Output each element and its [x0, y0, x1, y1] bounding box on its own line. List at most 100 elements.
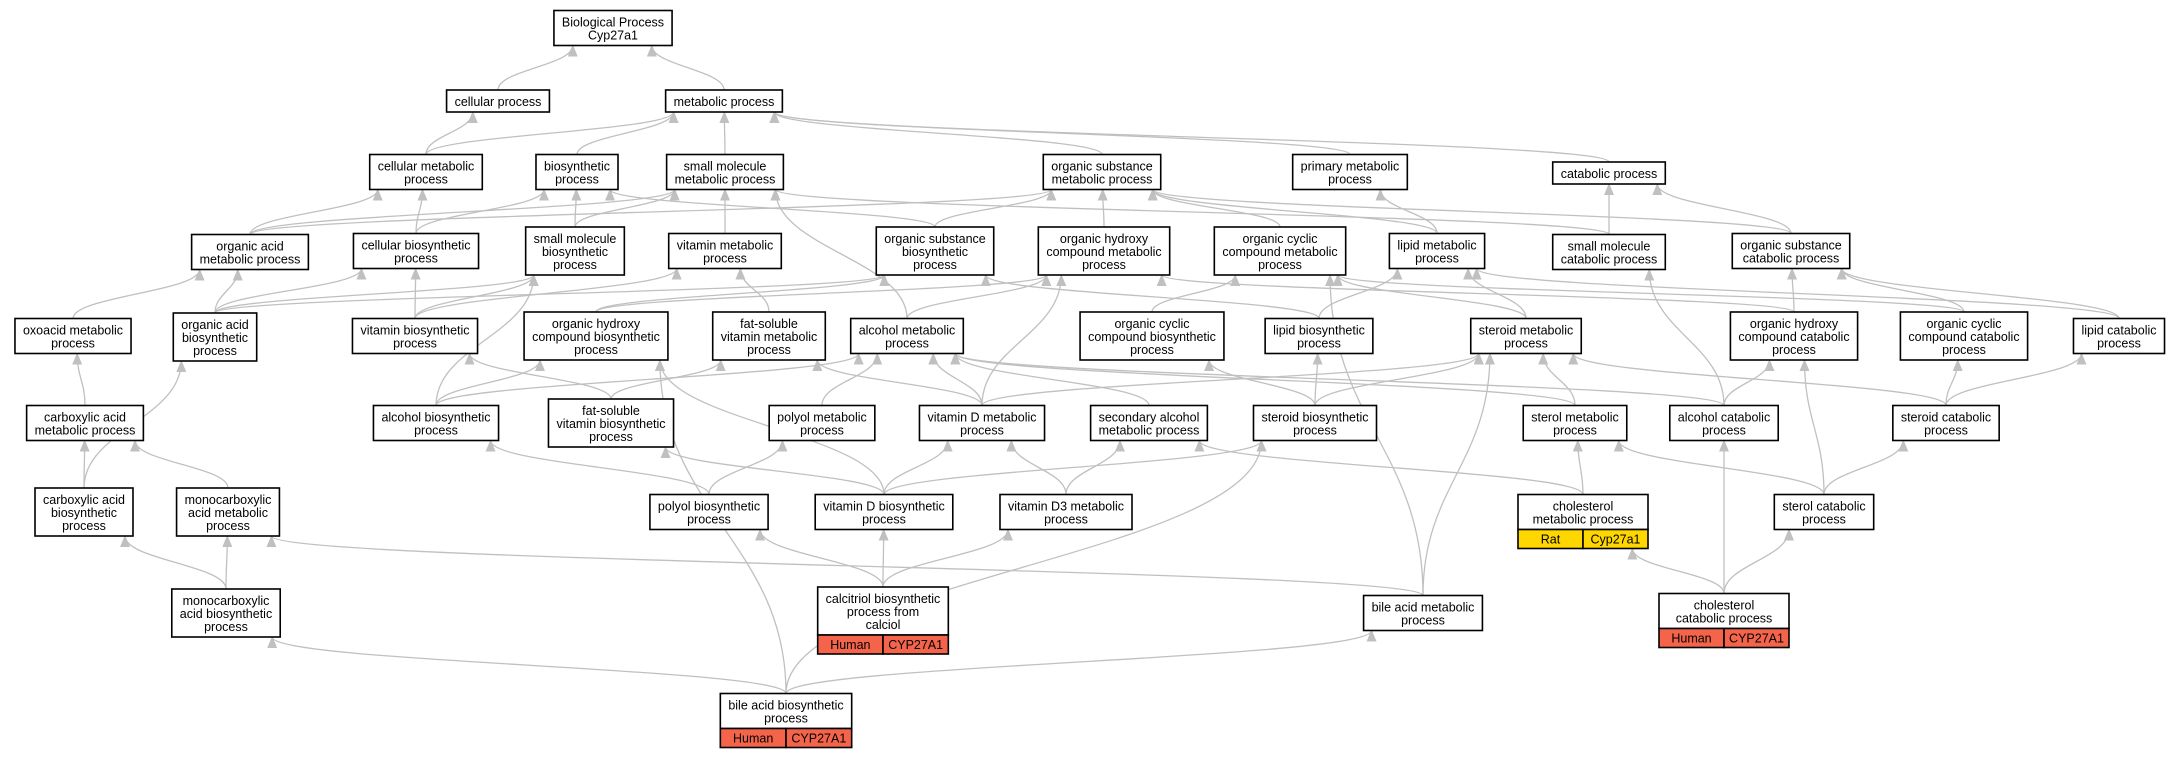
edge-bile-acid-metabolic-to-monocarboxylic-acid-metabolic — [266, 535, 1424, 597]
node-label-line: bile acid metabolic — [1372, 601, 1475, 615]
edge-lipid-biosynthetic-to-organic-substance-biosynthetic — [980, 274, 1320, 320]
node-label-line: secondary alcohol — [1099, 411, 1200, 425]
node-label-line: process — [62, 519, 106, 533]
node-label-line: organic substance — [1740, 239, 1842, 253]
node-box — [172, 312, 258, 362]
node-label-line: metabolic process — [1533, 513, 1634, 527]
node-label-line: small molecule — [534, 232, 617, 246]
node-label-line: oxoacid metabolic — [23, 324, 123, 338]
node-label-line: compound biosynthetic — [532, 330, 660, 344]
node-label-line: process — [960, 424, 1004, 438]
node-cellular-process[interactable]: cellular process — [445, 89, 551, 113]
node-metabolic-process[interactable]: metabolic process — [664, 89, 784, 113]
node-label-line: calcitriol biosynthetic — [826, 592, 941, 606]
node-label-line: process — [2097, 337, 2141, 351]
edge-organic-acid-metabolic-to-small-molecule-metabolic — [249, 188, 680, 236]
edge-monocarboxylic-acid-biosynthetic-to-monocarboxylic-acid-metabolic — [222, 535, 233, 590]
node-box — [1264, 317, 1374, 355]
node-label-line: calciol — [866, 618, 901, 632]
node-box — [1252, 404, 1378, 442]
edge-organic-hydroxy-catabolic-to-organic-hydroxy-metabolic — [1157, 274, 1795, 313]
node-label-line: process — [764, 712, 808, 726]
node-label-line: catabolic process — [1561, 167, 1658, 181]
species-label: Human — [1671, 632, 1711, 646]
node-label-line: polyol metabolic — [777, 411, 867, 425]
node-label-line: cholesterol — [1553, 500, 1613, 514]
node-label-line: alcohol metabolic — [859, 324, 956, 338]
edge-lipid-catabolic-to-organic-substance-catabolic — [1836, 267, 2120, 319]
node-box — [711, 311, 827, 361]
node-label-line: process — [404, 173, 448, 187]
node-label-line: cellular metabolic — [378, 160, 475, 174]
node-label-line: process — [393, 337, 437, 351]
node-box — [1291, 153, 1409, 191]
edge-bile-acid-metabolic-to-steroid-metabolic — [1422, 352, 1495, 596]
node-box — [25, 404, 145, 442]
node-label-line: cellular biosynthetic — [361, 239, 470, 253]
node-catabolic[interactable]: catabolic process — [1551, 161, 1667, 185]
node-label-line: process — [394, 252, 438, 266]
edge-vitamin-biosynthetic-to-cellular-biosynthetic — [410, 267, 421, 319]
node-label-line: process — [1802, 513, 1846, 527]
node-label-line: metabolic process — [200, 253, 301, 267]
node-label-line: metabolic process — [675, 173, 776, 187]
node-label-line: metabolic process — [1052, 173, 1153, 187]
node-box — [535, 153, 619, 191]
node-label-line: steroid metabolic — [1479, 324, 1574, 338]
node-label-line: organic hydroxy — [1060, 232, 1149, 246]
node-label-line: acid metabolic — [188, 506, 268, 520]
node-box — [918, 404, 1046, 442]
node-label-line: process — [1328, 173, 1372, 187]
